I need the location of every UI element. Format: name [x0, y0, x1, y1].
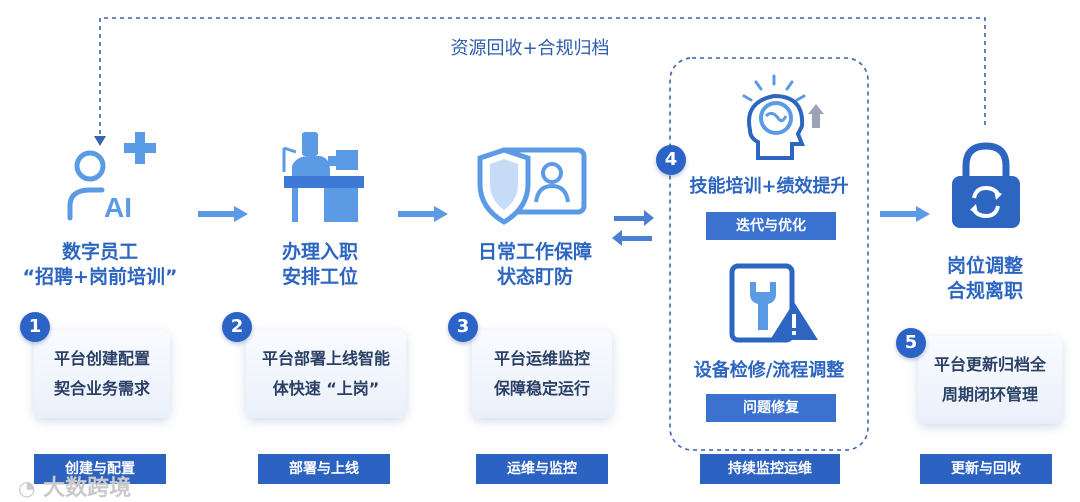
card-line: 体快速 “上岗”	[272, 379, 380, 398]
watermark: ◔ 大数跨境	[18, 470, 131, 502]
card-line: 保障稳定运行	[493, 379, 590, 398]
step-number-3: 3	[448, 312, 478, 342]
stage-3-tag: 运维与监控	[476, 454, 608, 484]
card-line: 契合业务需求	[53, 379, 150, 398]
ai-icon-text: AI	[104, 192, 132, 223]
fix-tag: 问题修复	[706, 394, 836, 422]
stage-2-tag: 部署与上线	[258, 454, 390, 484]
stage-5-tag: 更新与回收	[920, 454, 1052, 484]
watermark-logo-icon: ◔	[18, 476, 36, 500]
stage-5-title: 岗位调整 合规离职	[946, 255, 1023, 302]
stage-1-card: 平台创建配置 契合业务需求	[34, 330, 170, 418]
arrow-right-icon	[198, 206, 248, 222]
card-line: 平台部署上线智能	[261, 349, 390, 368]
stage-3-card: 平台运维监控 保障稳定运行	[472, 330, 612, 418]
card-line: 平台运维监控	[493, 349, 590, 368]
shield-id-icon	[477, 147, 587, 225]
skill-training-title: 技能培训+绩效提升	[689, 176, 849, 197]
arrow-right-icon	[398, 206, 448, 222]
card-line: 平台创建配置	[53, 349, 150, 368]
lock-refresh-icon	[952, 142, 1020, 228]
watermark-text: 大数跨境	[43, 476, 132, 501]
brain-head-icon	[742, 74, 824, 160]
stage-2-card: 平台部署上线智能 体快速 “上岗”	[246, 330, 406, 418]
iterate-tag: 迭代与优化	[706, 212, 836, 240]
maintenance-title: 设备检修/流程调整	[693, 360, 845, 381]
stage-1-tag: 创建与配置	[34, 454, 166, 484]
repair-tool-icon	[729, 263, 818, 343]
stage-4-tag: 持续监控运维	[700, 454, 840, 484]
step-number-4: 4	[656, 145, 686, 175]
swap-arrows-icon	[612, 210, 654, 246]
loop-label: 资源回收+合规归档	[450, 38, 610, 59]
stage-2-title: 办理入职 安排工位	[281, 241, 358, 288]
card-line: 周期闭环管理	[941, 385, 1038, 404]
step-number-1: 1	[20, 312, 50, 342]
office-desk-icon	[282, 132, 364, 222]
arrow-right-icon	[880, 206, 930, 222]
ai-employee-icon: AI	[67, 132, 156, 223]
stage-5-card: 平台更新归档全 周期闭环管理	[918, 336, 1062, 424]
stage-1-title: 数字员工 “招聘+岗前培训”	[22, 241, 178, 288]
step-number-5: 5	[896, 328, 926, 358]
stage-3-title: 日常工作保障 状态盯防	[477, 241, 592, 288]
card-line: 平台更新归档全	[933, 355, 1046, 374]
step-number-2: 2	[222, 312, 252, 342]
